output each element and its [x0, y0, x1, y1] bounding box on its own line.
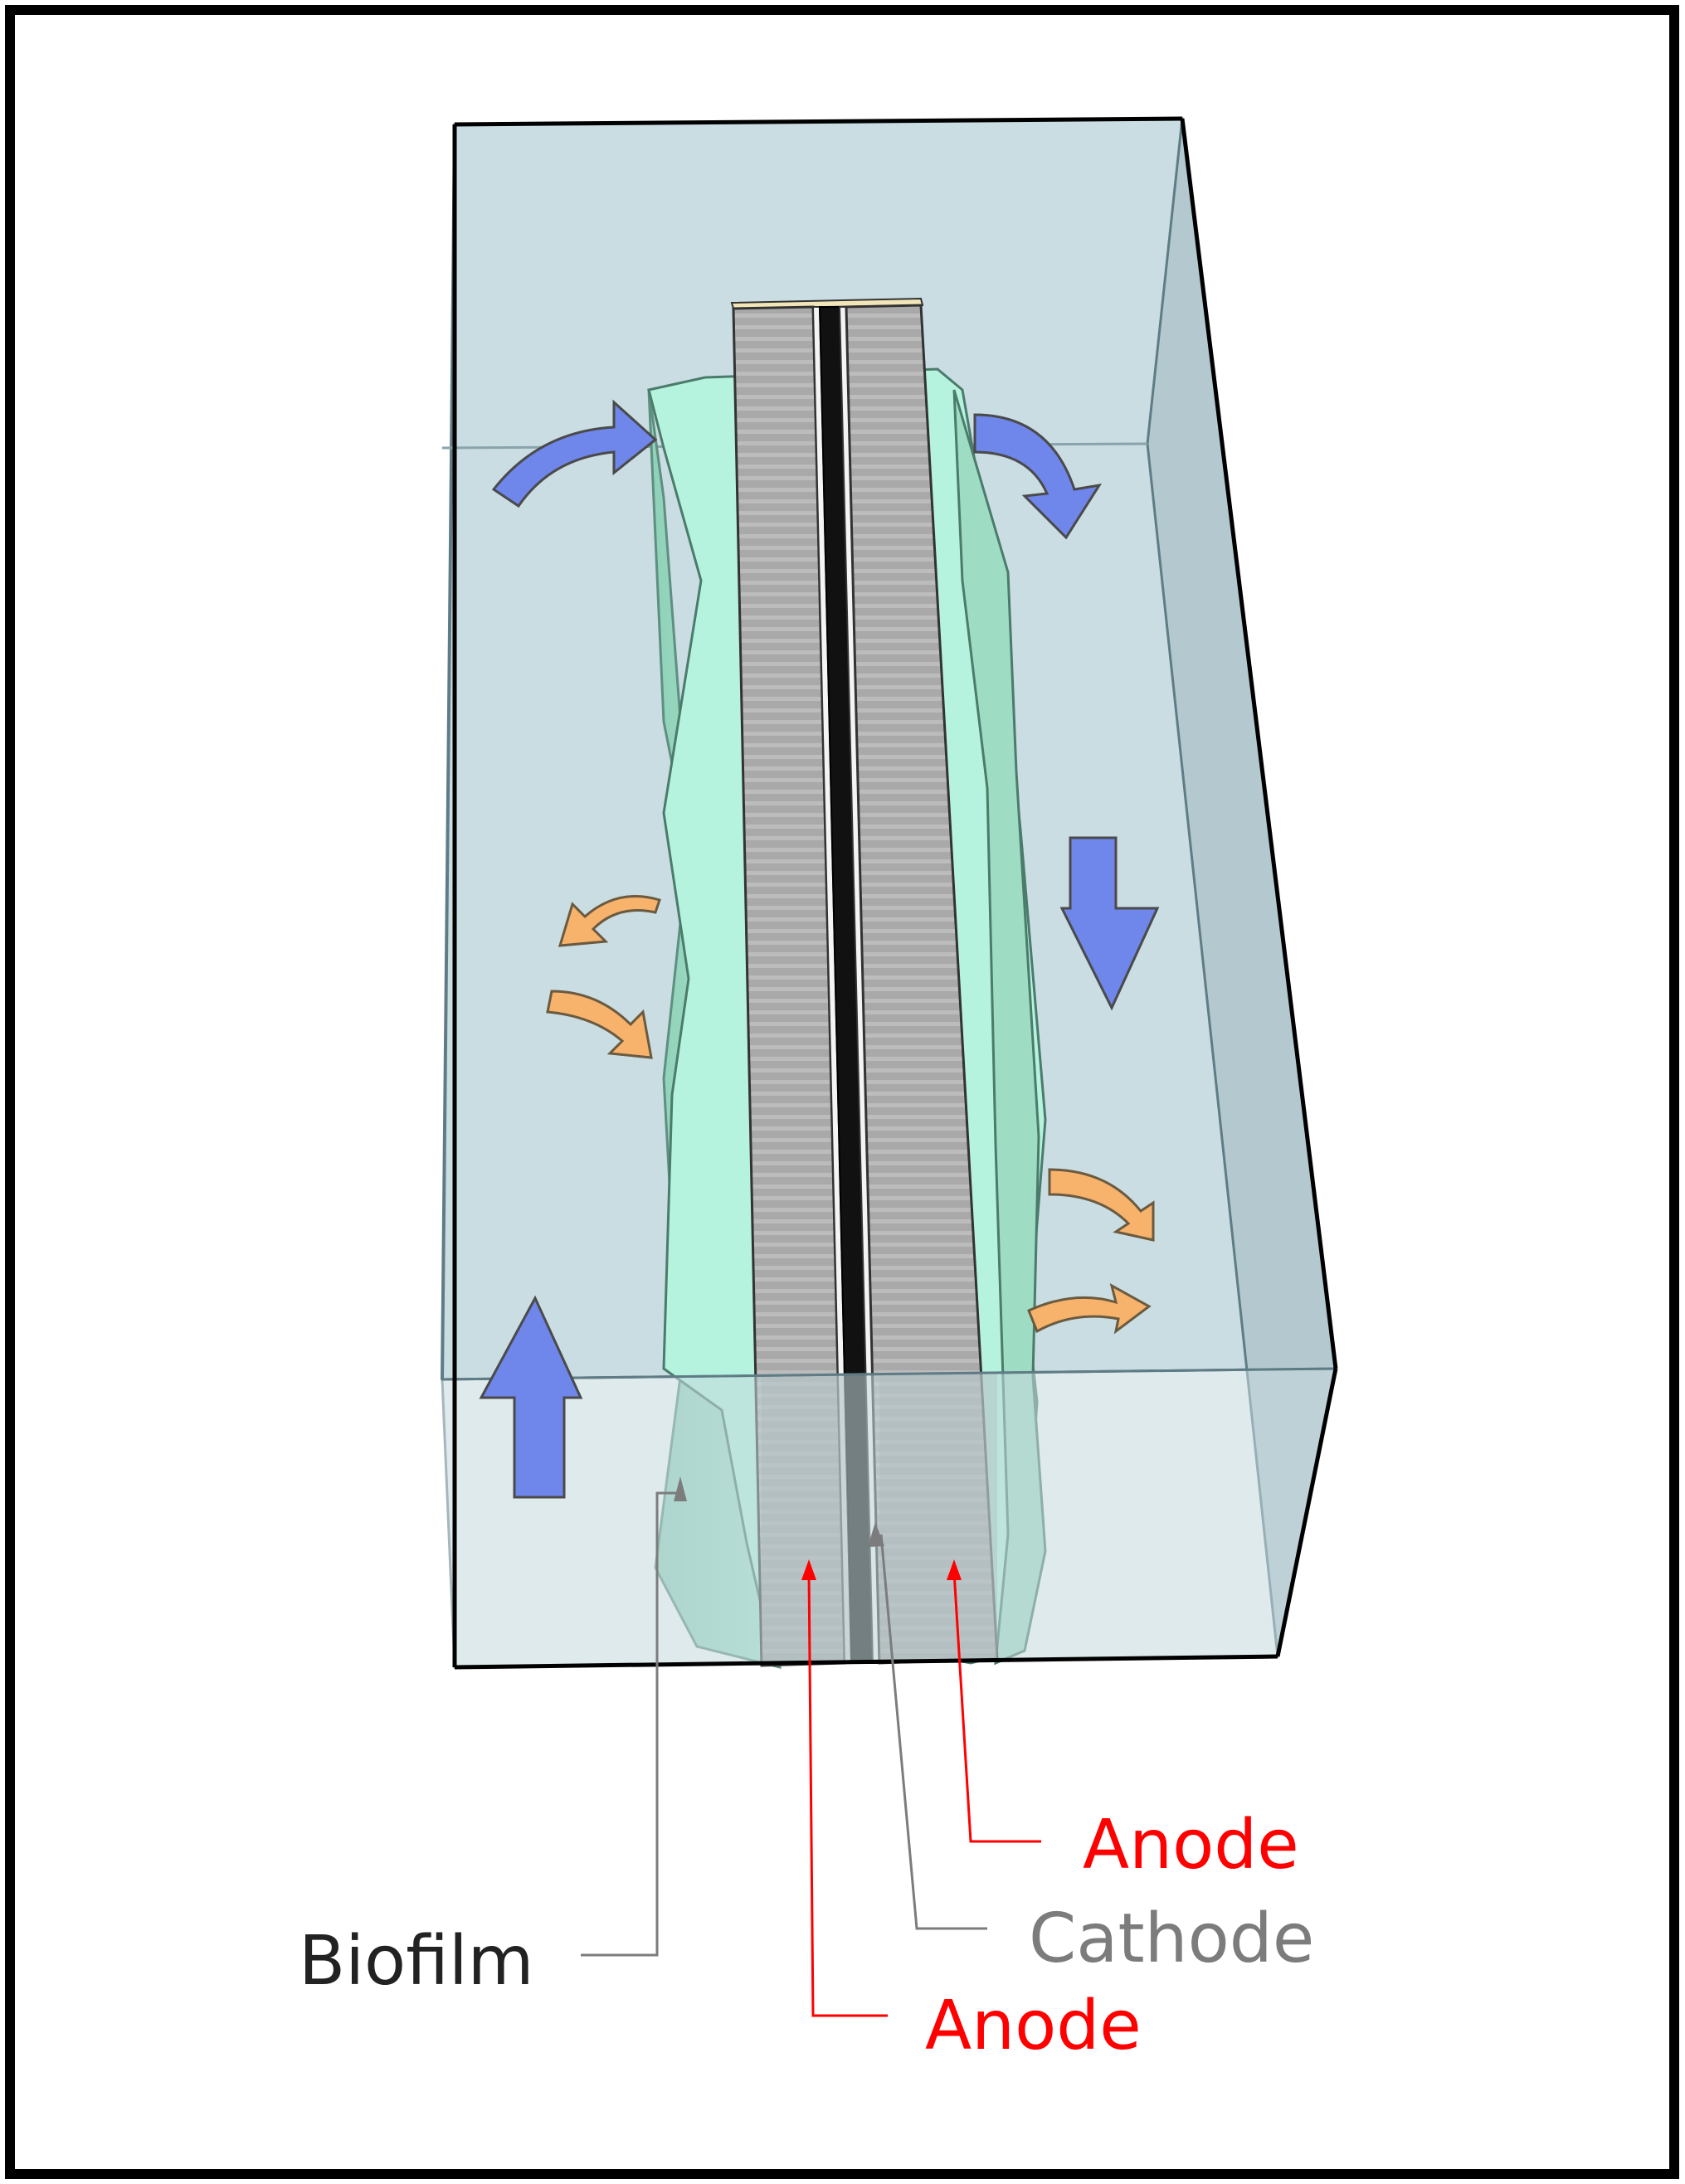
eddy-arrow-right-2-icon [1027, 1283, 1152, 1335]
curved-arrow-top-right-icon [973, 413, 1103, 540]
anode-upper-pointer-icon [947, 1559, 962, 1580]
anode-lower-pointer-icon [801, 1559, 816, 1580]
anode-upper-label: Anode [1083, 1806, 1299, 1885]
curved-arrow-top-left-icon [491, 399, 658, 508]
down-arrow-right-icon [1059, 836, 1160, 1011]
eddy-arrow-right-1-icon [1048, 1168, 1155, 1242]
cathode-pointer-icon [868, 1522, 884, 1547]
up-arrow-left-icon [479, 1295, 583, 1499]
anode-lower-label: Anode [925, 1987, 1142, 2065]
biofilm-pointer-icon [674, 1476, 687, 1501]
anode-lower-leader-line [807, 1571, 888, 2017]
eddy-arrow-left-2-icon [546, 990, 653, 1059]
biofilm-label: Biofilm [299, 1922, 534, 2001]
biofilm-leader-line [581, 1491, 680, 1957]
cathode-leader-line [879, 1534, 987, 1930]
cathode-label: Cathode [1029, 1899, 1314, 1978]
anode-upper-leader-line [952, 1571, 1041, 1843]
tank-front [441, 116, 1338, 1670]
eddy-arrows [546, 895, 1155, 1335]
leader-lines [581, 1476, 1041, 2017]
flow-arrows [479, 399, 1160, 1499]
eddy-arrow-left-1-icon [558, 895, 661, 947]
